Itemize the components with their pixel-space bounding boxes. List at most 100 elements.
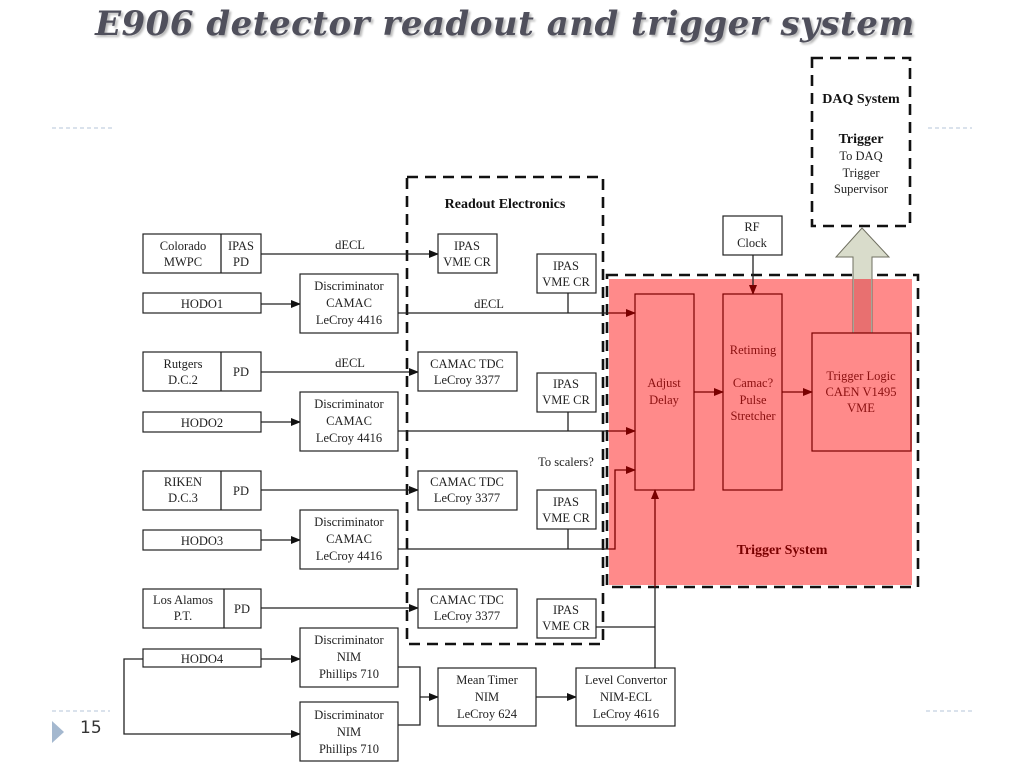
module-label: IPAS: [553, 259, 579, 273]
module-label: VME CR: [443, 255, 491, 269]
module-label: CAMAC TDC: [430, 357, 504, 371]
discriminator-label: Discriminator: [314, 397, 384, 411]
ipas-vme-cr-box: [536, 253, 597, 294]
bullet-triangle-icon: [52, 721, 64, 743]
module-label: VME CR: [542, 511, 590, 525]
daq-trigger-label: Trigger: [839, 132, 884, 147]
ipas-vme-cr-box: [536, 598, 597, 639]
trigger-logic-label: VME: [847, 401, 875, 415]
detector-label: HODO2: [181, 416, 223, 430]
discriminator-label: Phillips 710: [319, 667, 379, 681]
discriminator-label: Discriminator: [314, 279, 384, 293]
page-number: 15: [80, 718, 102, 738]
daq-line: To DAQ: [839, 149, 882, 163]
detector-label: HODO1: [181, 297, 223, 311]
retiming-box: [722, 293, 783, 491]
connector: [123, 658, 301, 738]
trigger-to-daq-arrow-overlap: [854, 279, 871, 334]
signal-label: dECL: [335, 356, 365, 370]
detector-label: D.C.3: [168, 491, 198, 505]
module-label: CAMAC TDC: [430, 475, 504, 489]
module-label: IPAS: [553, 495, 579, 509]
discriminator-box: [299, 391, 399, 452]
camac-tdc-box: [417, 470, 518, 511]
detector-hodo1: [142, 292, 262, 314]
daq-line: Trigger: [842, 166, 880, 180]
detector-los-alamos-pt: [142, 588, 262, 629]
trigger-system-label: Trigger System: [737, 543, 828, 558]
discriminator-label: NIM: [337, 725, 361, 739]
adjust-delay-box: [634, 293, 695, 491]
discriminator-label: LeCroy 4416: [316, 431, 382, 445]
module-label: VME CR: [542, 275, 590, 289]
module-label: LeCroy 3377: [434, 609, 500, 623]
detector-label: Colorado: [160, 239, 207, 253]
module-label: IPAS: [553, 377, 579, 391]
connector: [608, 466, 636, 550]
slide-title: E906 detector readout and trigger system: [95, 4, 915, 44]
module-label: IPAS: [553, 603, 579, 617]
trigger-logic-label: CAEN V1495: [826, 385, 897, 399]
discriminator-label: Discriminator: [314, 708, 384, 722]
ipas-vme-cr-box: [536, 372, 597, 413]
rf-clock-label: RF: [744, 220, 759, 234]
discriminator-box: [299, 509, 399, 570]
detector-label: D.C.2: [168, 373, 198, 387]
mean-timer-label: Mean Timer: [456, 673, 518, 687]
rf-clock-label: Clock: [737, 236, 768, 250]
discriminator-box: [299, 701, 399, 762]
module-label: LeCroy 3377: [434, 373, 500, 387]
level-convertor-label: Level Convertor: [585, 673, 668, 687]
readout-electronics-label: Readout Electronics: [445, 197, 566, 212]
preamp-label: PD: [233, 365, 249, 379]
signal-label: dECL: [335, 238, 365, 252]
daq-system-label: DAQ System: [822, 92, 900, 107]
mean-timer-box: [437, 667, 537, 727]
detector-label: Rutgers: [164, 357, 203, 371]
ipas-vme-cr-box: [536, 489, 597, 530]
signal-label: dECL: [474, 297, 504, 311]
camac-tdc-box: [417, 351, 518, 392]
discriminator-label: CAMAC: [326, 414, 372, 428]
discriminator-label: Phillips 710: [319, 742, 379, 756]
daq-system-group: [810, 56, 912, 228]
daq-line: Supervisor: [834, 182, 889, 196]
detector-hodo4: [142, 648, 262, 668]
module-label: VME CR: [542, 393, 590, 407]
discriminator-label: Discriminator: [314, 515, 384, 529]
detector-label: Los Alamos: [153, 593, 213, 607]
detector-label: P.T.: [174, 609, 193, 623]
detector-rutgers-dc2: [142, 351, 262, 392]
level-convertor-label: NIM-ECL: [600, 690, 652, 704]
level-convertor-box: [575, 667, 676, 727]
adjust-delay-label: Adjust: [647, 376, 681, 390]
detector-label: HODO3: [181, 534, 223, 548]
ipas-vme-cr-box: [437, 233, 498, 274]
module-label: IPAS: [454, 239, 480, 253]
connector: [398, 666, 421, 726]
rf-clock-box: [722, 215, 783, 256]
camac-tdc-box: [417, 588, 518, 629]
discriminator-label: CAMAC: [326, 532, 372, 546]
retiming-label: Camac?: [733, 376, 774, 390]
preamp-label: PD: [234, 602, 250, 616]
to-scalers-label: To scalers?: [538, 455, 594, 469]
detector-riken-dc3: [142, 470, 262, 511]
preamp-label: PD: [233, 484, 249, 498]
detector-label: HODO4: [181, 652, 224, 666]
trigger-logic-label: Trigger Logic: [826, 369, 896, 383]
detector-label: MWPC: [164, 255, 202, 269]
discriminator-box: [299, 627, 399, 688]
detector-label: RIKEN: [164, 475, 202, 489]
preamp-label: PD: [233, 255, 249, 269]
mean-timer-label: LeCroy 624: [457, 707, 518, 721]
module-label: CAMAC TDC: [430, 593, 504, 607]
retiming-label: Stretcher: [730, 409, 776, 423]
module-label: VME CR: [542, 619, 590, 633]
discriminator-label: LeCroy 4416: [316, 549, 382, 563]
readout-electronics-group: [405, 175, 605, 646]
discriminator-label: NIM: [337, 650, 361, 664]
discriminator-box: [299, 273, 399, 334]
retiming-label: Retiming: [730, 343, 777, 357]
